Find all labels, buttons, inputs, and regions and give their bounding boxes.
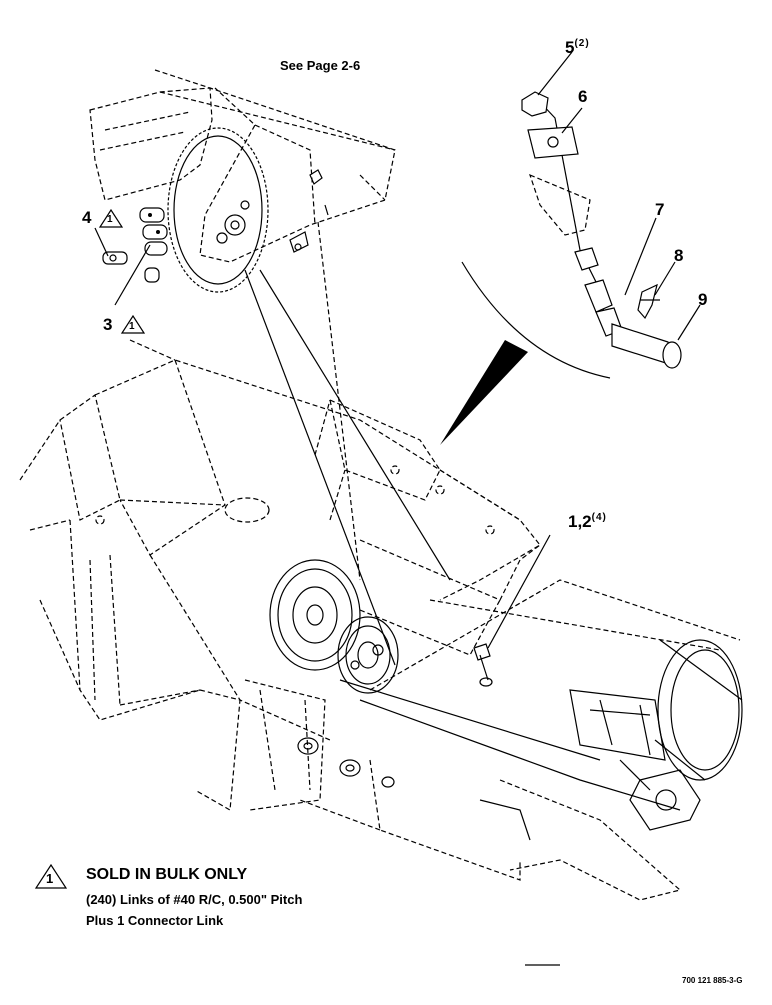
shield-hardware [289,169,329,253]
note-line-2: Plus 1 Connector Link [86,913,224,928]
callout-5-label: 5 [565,38,575,57]
callout-3: 3 [103,315,112,335]
frame-extensions [19,419,201,706]
bolt-1-2 [473,643,493,687]
note-line-1: (240) Links of #40 R/C, 0.500" Pitch [86,892,303,907]
callout-8: 8 [674,246,684,265]
callout-3-note-ref: 1 [129,321,135,332]
callout-1-2-qty: (4) [591,512,607,523]
callout-5-qty: (2) [574,38,590,49]
drive-sprocket [167,127,269,293]
callout-5: 5(2) [565,38,590,58]
callout-7: 7 [655,200,665,219]
reference-label: See Page 2-6 [280,58,361,73]
bearings [297,737,395,788]
leader-lines [94,51,701,649]
callout-6: 6 [578,87,588,106]
callout-1-2-label: 1,2 [568,512,592,531]
drive-shaft-assembly [299,579,743,901]
lower-housing [69,519,326,811]
pulleys [269,559,399,694]
callout-4-note-ref: 1 [107,214,113,225]
callout-3-label: 3 [103,315,113,334]
upper-shield [89,69,396,263]
callout-9: 9 [698,290,708,309]
main-frame [59,339,541,741]
document-id: 700 121 885-3-G [682,976,743,985]
callout-1-2: 1,2(4) [568,512,607,532]
roller-chain-links [102,207,168,283]
note-heading: SOLD IN BULK ONLY [86,866,248,883]
callout-4-label: 4 [82,208,92,227]
detail-inset [440,91,682,445]
callout-4: 4 [82,208,91,228]
note-symbol: 1 [46,871,54,886]
explode-lines [244,221,451,666]
note-triangles [34,208,146,889]
